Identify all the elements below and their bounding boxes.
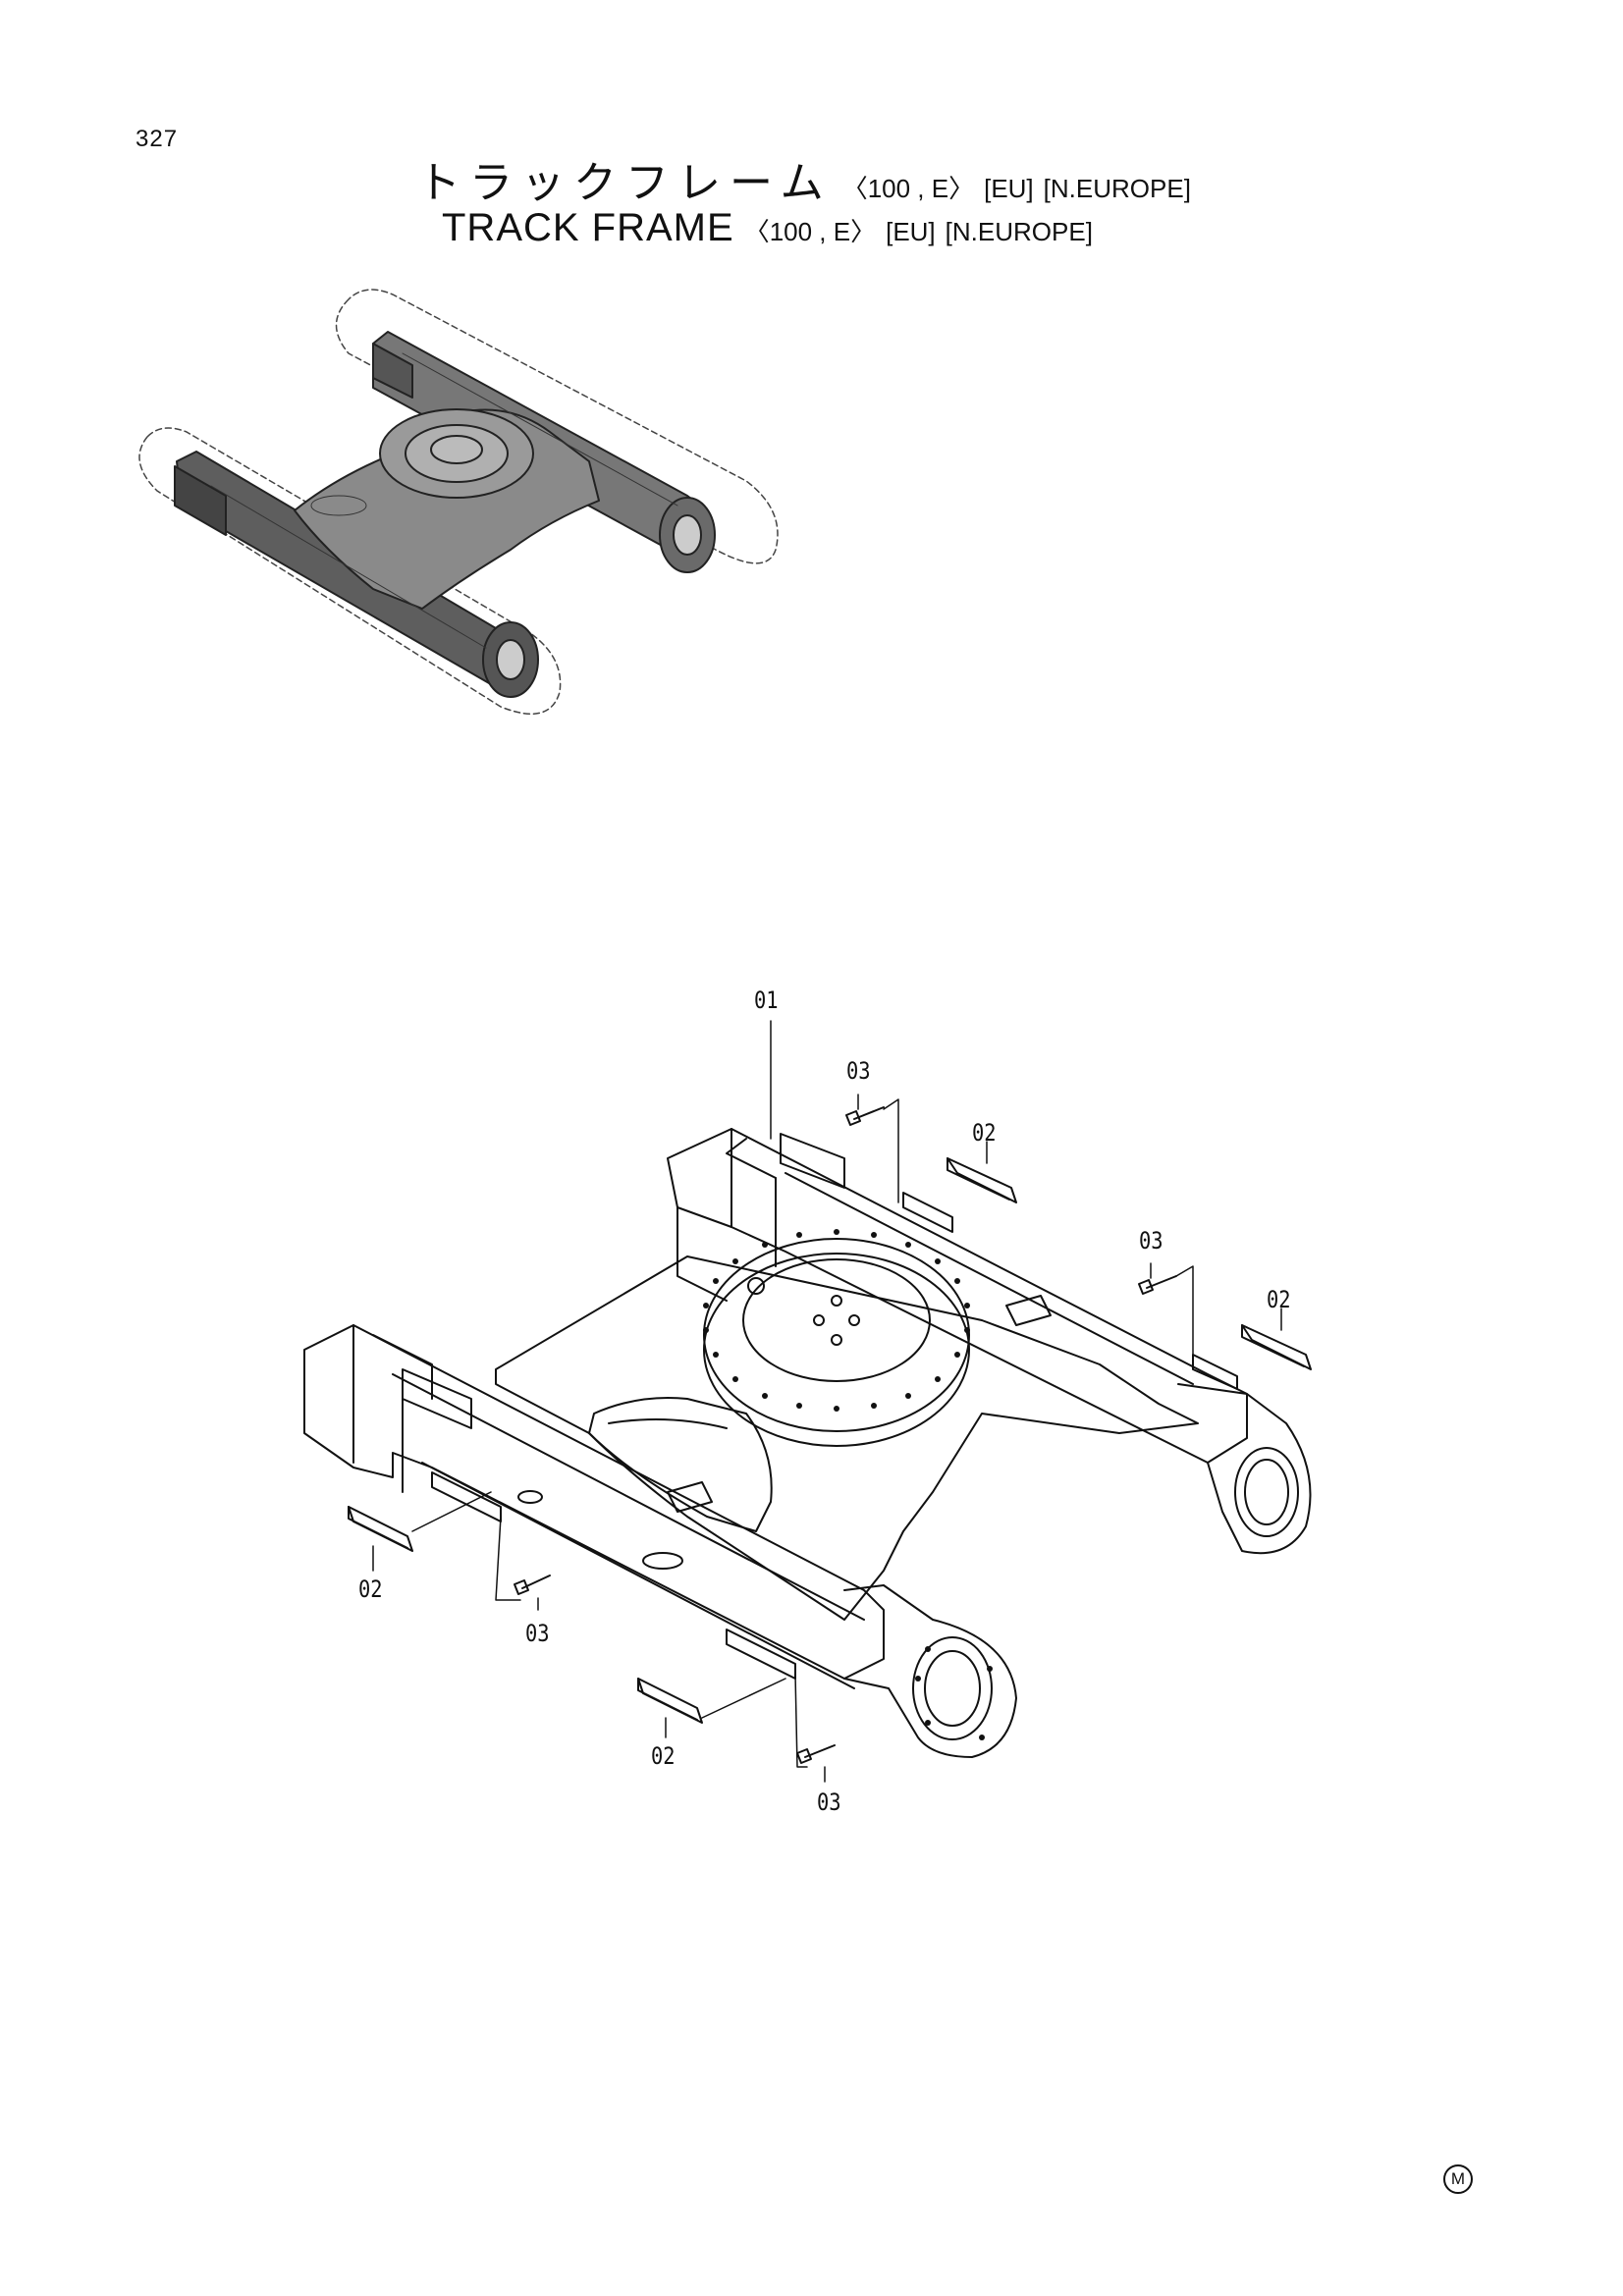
- swing-circle-center-holes: [747, 1277, 860, 1346]
- track-frame-drawing: [303, 1020, 1312, 1783]
- callout-01: 01: [754, 987, 779, 1014]
- title-en-main: TRACK FRAME: [442, 206, 734, 249]
- callout-03: 03: [525, 1620, 550, 1647]
- title-en-region-neurope: [N.EUROPE]: [945, 217, 1093, 246]
- overview-shading: [210, 352, 678, 649]
- front-idler-bracket: [843, 1584, 1017, 1758]
- title-en-region-eu: [EU]: [886, 217, 936, 246]
- callout-02: 02: [651, 1742, 676, 1770]
- rear-idler-bracket: [1177, 1383, 1312, 1555]
- callout-03: 03: [817, 1789, 841, 1816]
- leader-lines: [372, 1020, 1282, 1783]
- callout-03: 03: [1139, 1227, 1163, 1255]
- swing-circle-bolt-holes: [703, 1229, 970, 1412]
- title-jp-region-eu: [EU]: [984, 174, 1034, 203]
- bolts: [514, 1106, 1177, 1764]
- swing-circle: [703, 1238, 970, 1432]
- overview-image: [138, 289, 779, 715]
- title-en-variant: 〈100 , E〉: [743, 217, 877, 246]
- callout-02: 02: [1267, 1286, 1291, 1313]
- callout-02: 02: [972, 1119, 997, 1147]
- center-opening: [588, 1397, 773, 1532]
- exploded-track-guards: [348, 1157, 1312, 1724]
- front-side-frame: [303, 1324, 885, 1680]
- title-english: TRACK FRAME 〈100 , E〉 [EU] [N.EUROPE]: [442, 206, 1093, 250]
- center-body: [495, 1255, 1199, 1621]
- callout-02: 02: [358, 1575, 383, 1603]
- overview-track-outline: [138, 289, 779, 715]
- page-number: 327: [135, 126, 179, 152]
- title-jp-region-neurope: [N.EUROPE]: [1043, 174, 1191, 203]
- title-japanese: トラックフレーム〈100 , E〉 [EU] [N.EUROPE]: [417, 147, 1191, 210]
- title-jp-variant: 〈100 , E〉: [841, 174, 975, 203]
- maker-mark: M: [1443, 2164, 1473, 2194]
- title-jp-main: トラックフレーム: [417, 159, 833, 207]
- callout-03: 03: [846, 1057, 871, 1085]
- mounted-track-guards: [431, 1192, 1238, 1680]
